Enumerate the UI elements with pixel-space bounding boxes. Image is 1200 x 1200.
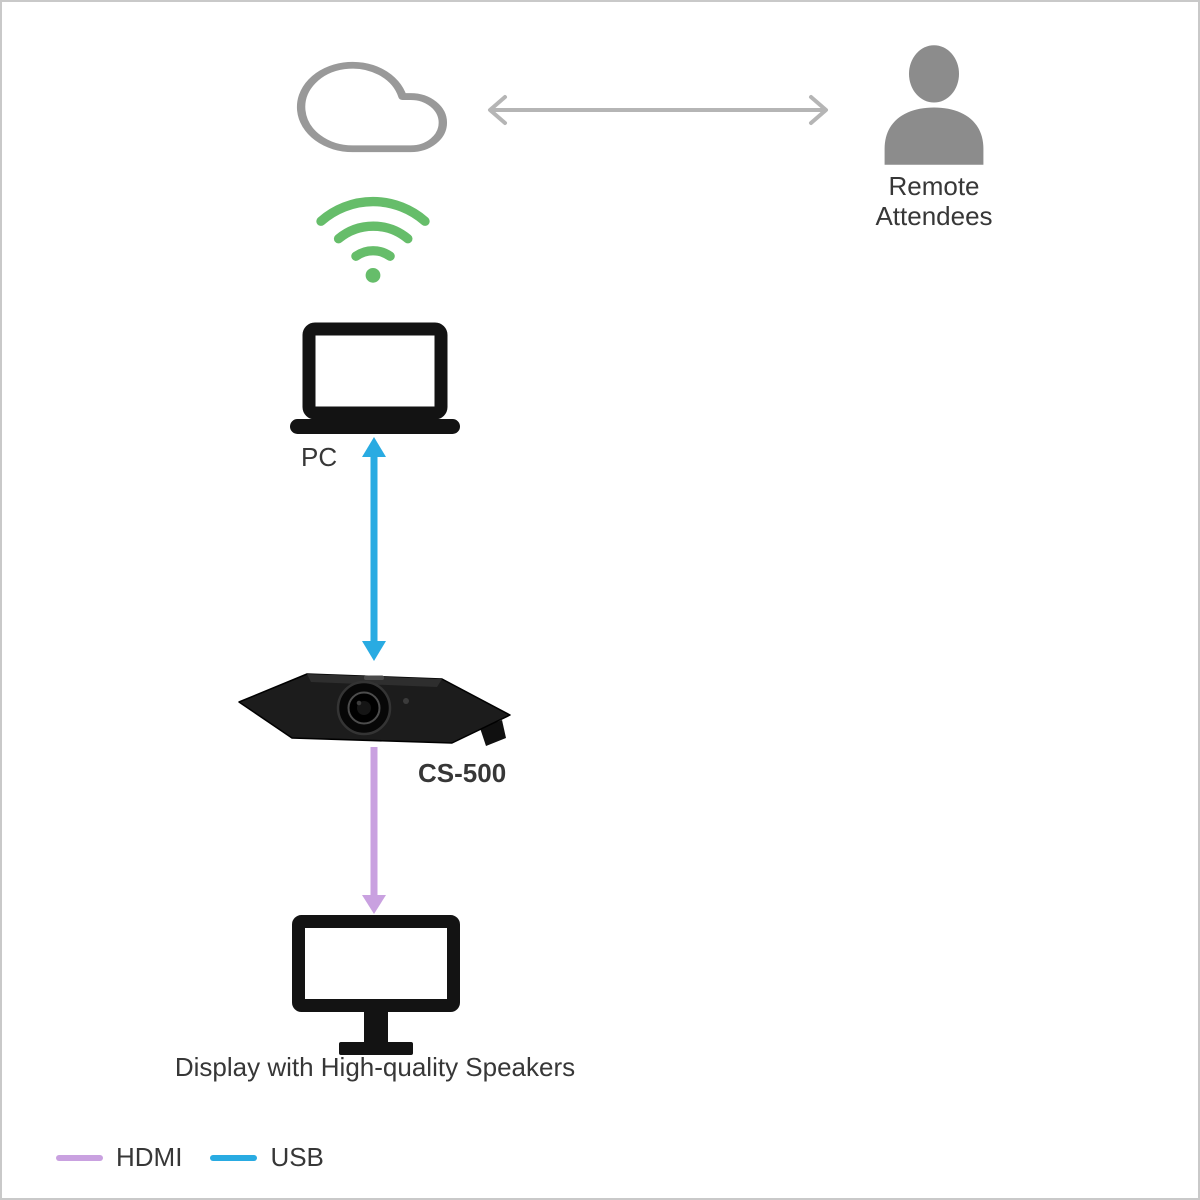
cs500-label: CS-500 <box>418 758 507 788</box>
monitor-icon <box>292 915 460 1055</box>
usb-color-swatch <box>210 1154 258 1161</box>
usb-legend-label: USB <box>270 1142 324 1172</box>
hdmi-arrow <box>362 747 386 914</box>
wifi-icon <box>316 196 430 283</box>
remote-attendees-label: Remote Attendees <box>875 171 993 231</box>
usb-arrow <box>362 437 386 661</box>
brand-mark <box>364 675 384 680</box>
video-bar-icon <box>238 673 511 746</box>
hdmi-color-swatch <box>56 1154 103 1161</box>
laptop-icon <box>290 322 460 434</box>
display-label: Display with High-quality Speakers <box>174 1052 576 1082</box>
hdmi-legend-label: HDMI <box>116 1142 183 1172</box>
pc-label: PC <box>301 442 338 472</box>
indicator-dot <box>403 698 409 704</box>
person-icon <box>884 45 984 165</box>
device-top-bevel <box>307 674 442 687</box>
lens-highlight <box>356 700 362 706</box>
connection-legend: HDMI USB <box>56 1142 324 1173</box>
cloud-icon <box>296 61 447 153</box>
cloud-remote-arrow <box>488 95 828 125</box>
